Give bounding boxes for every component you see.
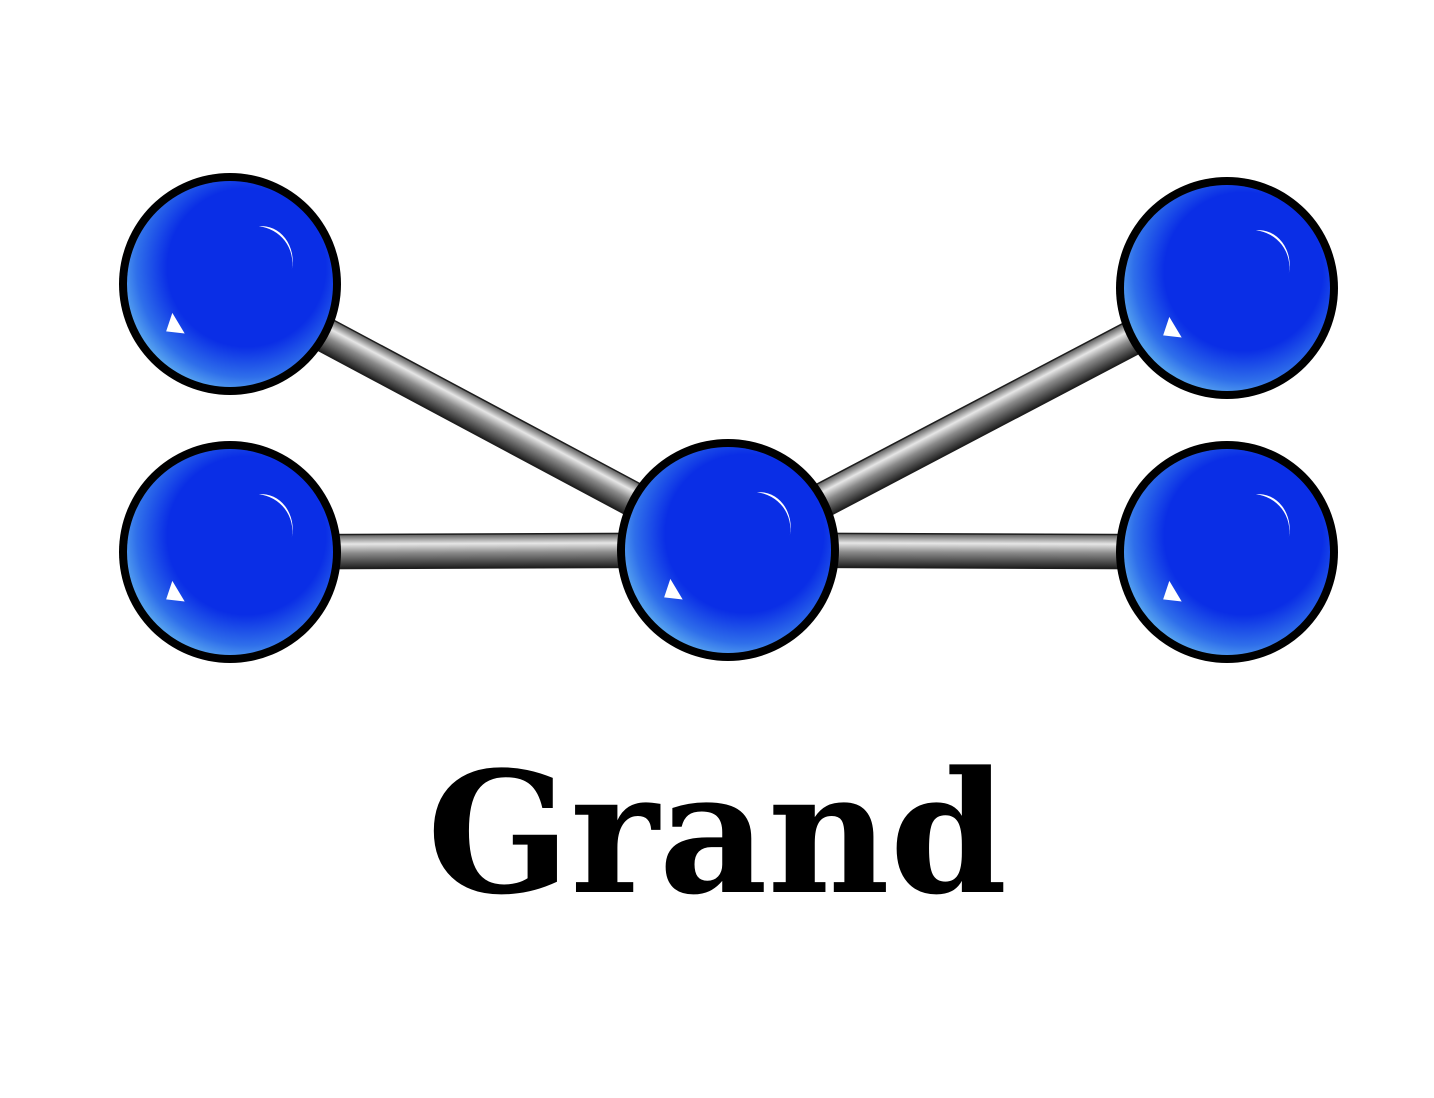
atom-top-right (1116, 177, 1338, 399)
sphere-reflection (166, 580, 185, 602)
sphere-reflection (166, 312, 185, 334)
atom-center (617, 439, 839, 661)
atom-top-left (119, 173, 341, 395)
diagram-caption: Grand (427, 734, 1007, 932)
bond-layer (227, 274, 1230, 570)
sphere-reflection (1163, 580, 1182, 602)
atom-middle-right (1116, 441, 1338, 663)
sphere-reflection (664, 578, 683, 600)
sphere-reflection (1163, 316, 1182, 338)
atom-layer (119, 173, 1338, 663)
atom-middle-left (119, 441, 341, 663)
